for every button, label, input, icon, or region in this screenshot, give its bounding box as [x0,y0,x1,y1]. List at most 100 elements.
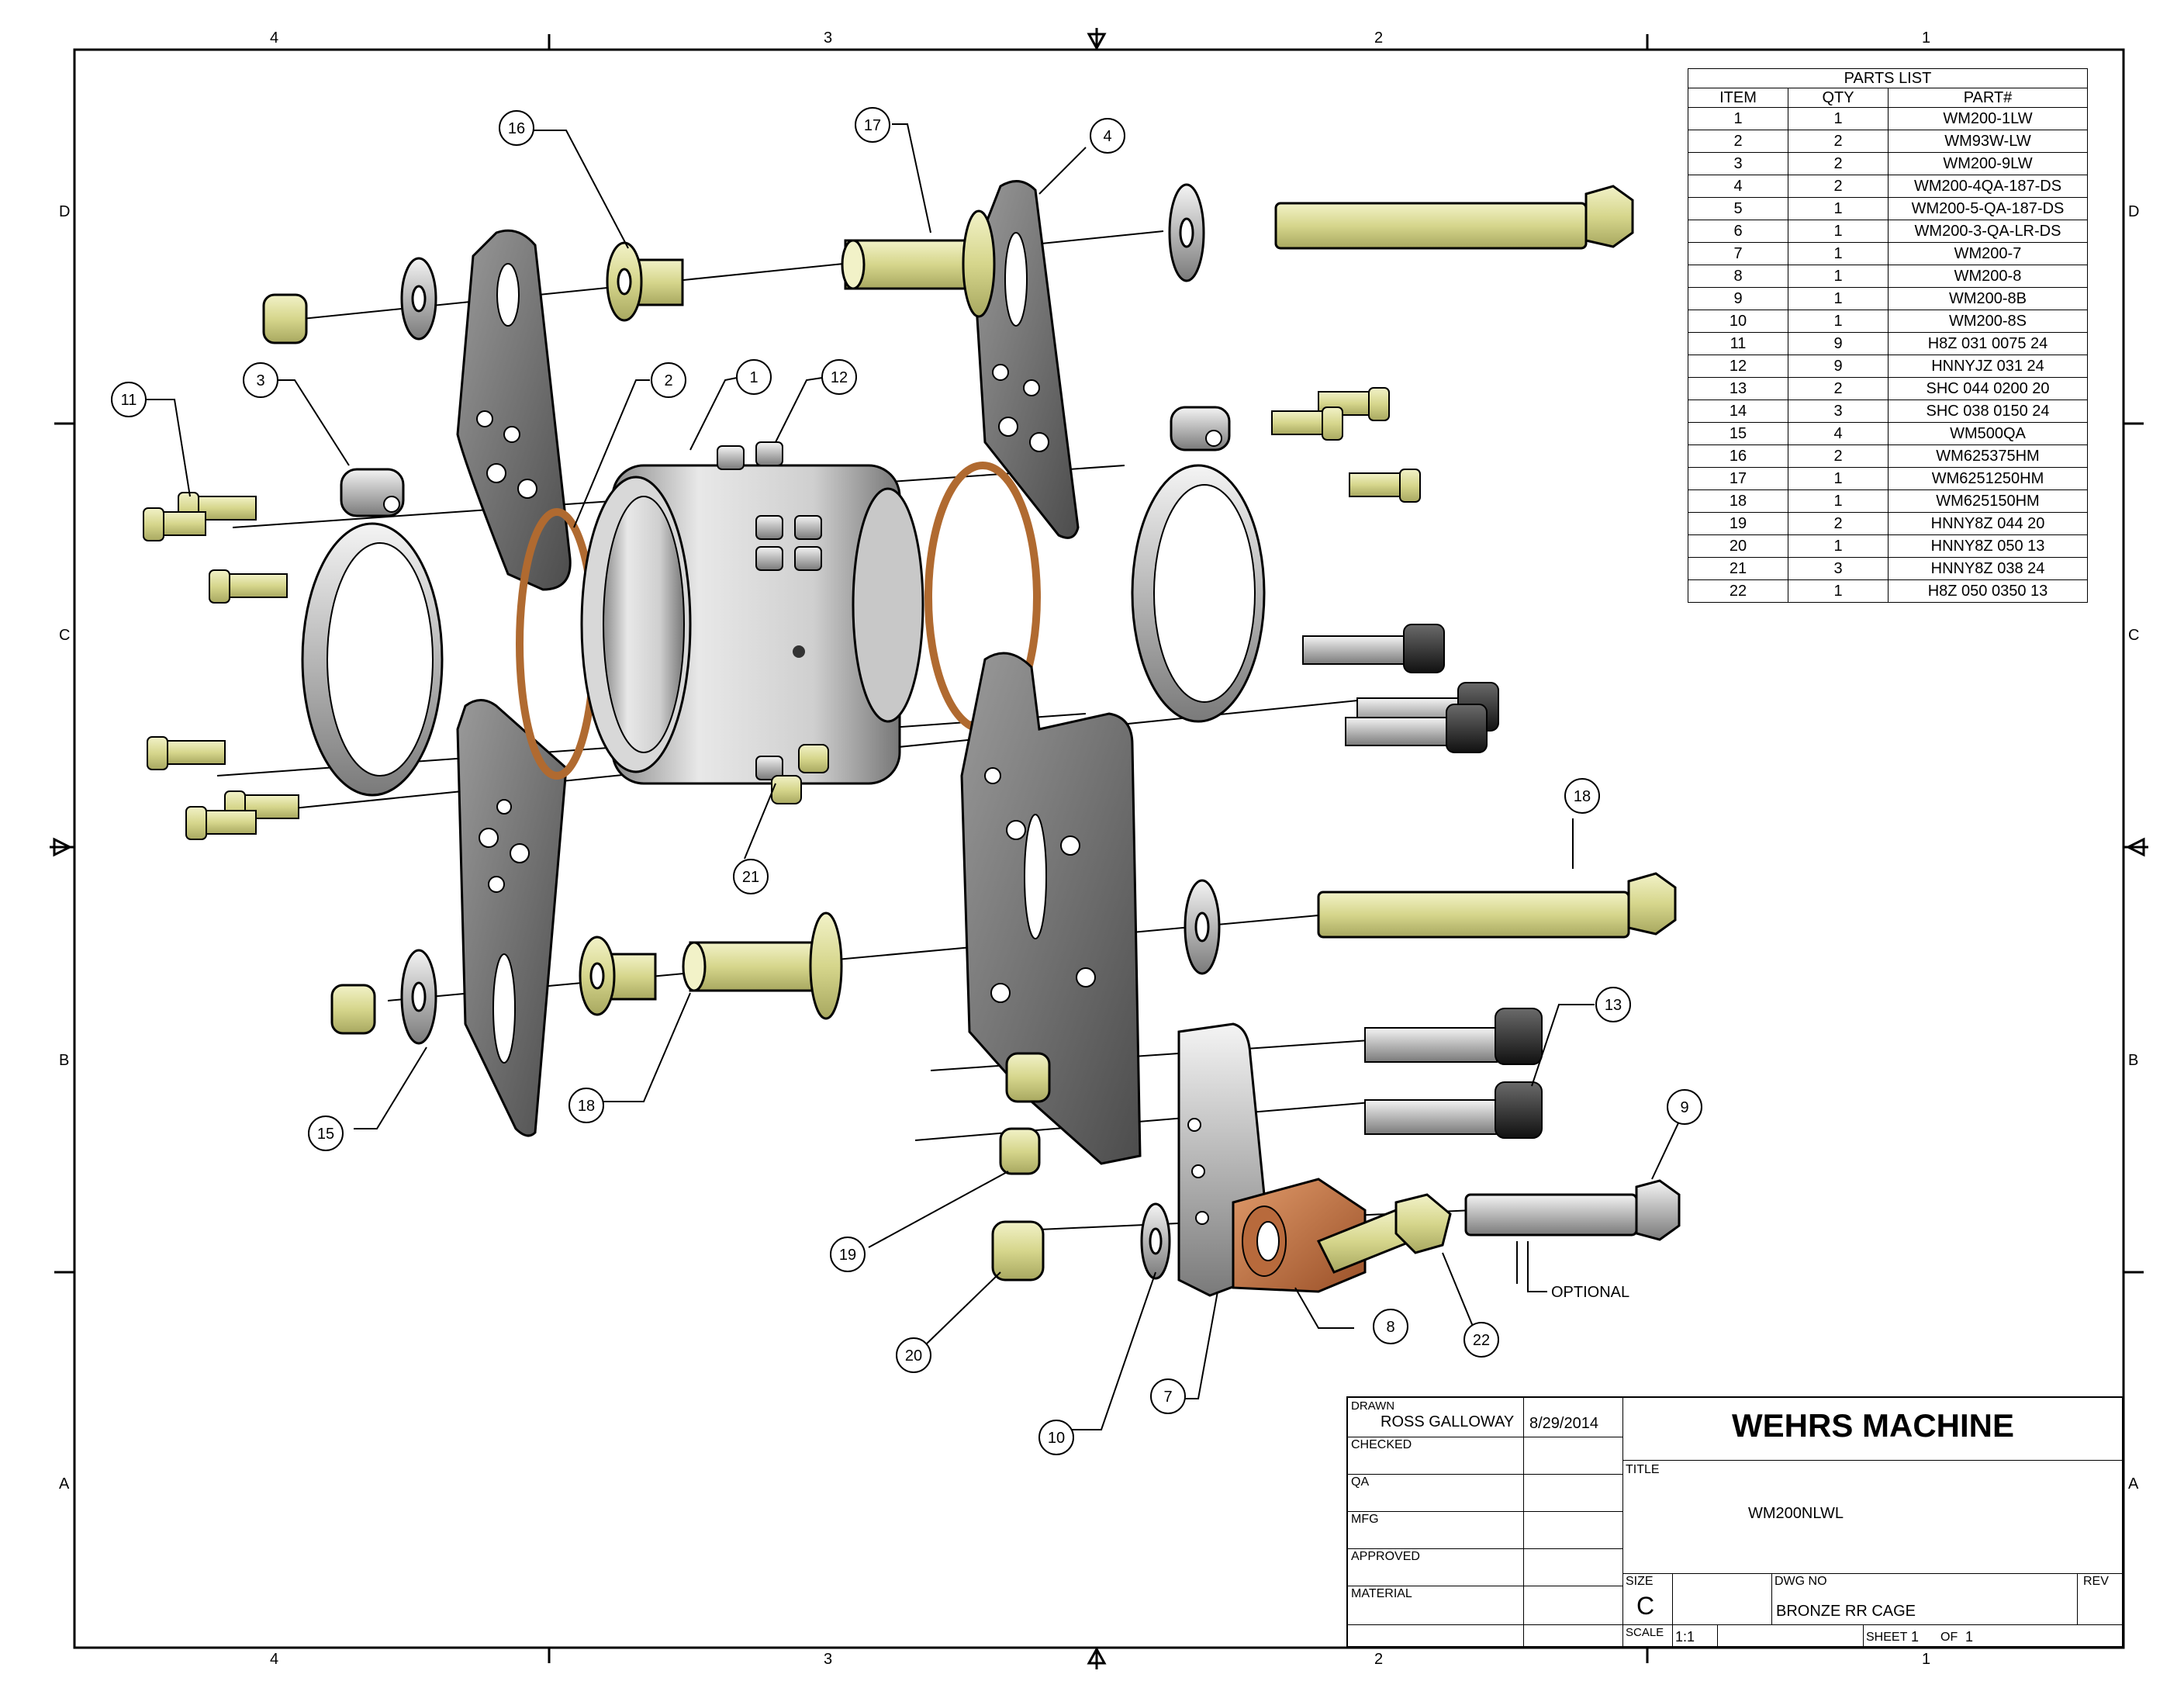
balloon-number: 18 [578,1098,595,1115]
balloon-4 [1090,118,1125,154]
zone-left-A: A [59,1475,70,1493]
zone-right-D: D [2128,203,2140,220]
balloon-number: 22 [1473,1332,1490,1349]
item-number: 14 [1688,400,1788,423]
balloon-number: 4 [1103,128,1111,145]
item-number: 18 [1688,489,1788,513]
scale-label: SCALE [1626,1626,1664,1639]
item-part-number: WM625375HM [1888,444,2088,468]
of-label: OF [1940,1631,1958,1644]
item-qty: 2 [1788,512,1889,535]
left-upper-plate [456,229,572,591]
balloon-number: 7 [1163,1389,1172,1406]
balloon-15 [308,1116,344,1151]
balloon-number: 16 [508,120,525,137]
balloon-13 [1595,987,1631,1022]
item-part-number: WM200-8B [1888,287,2088,310]
item-qty: 1 [1788,197,1889,220]
item-qty: 2 [1788,444,1889,468]
item-part-number: HNNY8Z 044 20 [1888,512,2088,535]
title-label: TITLE [1626,1463,1660,1476]
balloon-number: 18 [1574,788,1591,805]
long-bolts [1274,185,1681,1274]
material-label: MATERIAL [1351,1587,1412,1600]
balloon-11 [111,382,147,417]
size-value: C [1636,1592,1655,1620]
balloon-number: 11 [121,392,137,409]
header-part: PART# [1888,88,2088,108]
balloon-18a [1564,778,1600,814]
balloon-10 [1038,1420,1074,1455]
right-large-plate [960,652,1142,1165]
item-number: 4 [1688,175,1788,198]
balloon-8 [1373,1309,1408,1344]
zone-top-2: 2 [1374,29,1384,47]
item-part-number: WM200-5-QA-187-DS [1888,197,2088,220]
item-number: 13 [1688,377,1788,400]
item-number: 11 [1688,332,1788,355]
balloon-number: 8 [1386,1319,1394,1336]
item-qty: 4 [1788,422,1889,445]
left-lower-plate [456,699,568,1137]
item-part-number: WM200-4QA-187-DS [1888,175,2088,198]
checked-label: CHECKED [1351,1438,1412,1451]
item-part-number: WM93W-LW [1888,130,2088,153]
item-number: 1 [1688,107,1788,130]
item-part-number: H8Z 050 0350 13 [1888,579,2088,603]
balloon-number: 17 [864,117,881,134]
sheet-total: 1 [1965,1629,1974,1645]
zone-top-1: 1 [1922,29,1931,47]
balloon-number: 15 [317,1126,334,1143]
drawn-by: ROSS GALLOWAY [1381,1413,1515,1430]
zone-top-4: 4 [270,29,279,47]
title-block: DRAWN ROSS GALLOWAY 8/29/2014 CHECKED QA… [1346,1396,2124,1648]
zone-bottom-3: 3 [824,1651,833,1668]
item-part-number: HNNY8Z 038 24 [1888,557,2088,580]
mfg-label: MFG [1351,1513,1379,1526]
zone-top-3: 3 [824,29,833,47]
dwg-no-label: DWG NO [1774,1575,1827,1588]
balloon-number: 21 [742,869,759,886]
zone-right-A: A [2128,1475,2139,1493]
balloon-1 [736,359,772,395]
item-part-number: WM200-9LW [1888,152,2088,175]
item-qty: 3 [1788,557,1889,580]
balloon-number: 1 [749,369,758,386]
item-part-number: WM200-3-QA-LR-DS [1888,220,2088,243]
zone-bottom-4: 4 [270,1651,279,1668]
balloon-21 [733,859,769,894]
item-balloons [111,107,1702,1455]
zone-bottom-2: 2 [1374,1651,1384,1668]
item-number: 17 [1688,467,1788,490]
item-number: 16 [1688,444,1788,468]
company-name: WEHRS MACHINE [1732,1407,2014,1444]
balloon-number: 10 [1048,1430,1065,1447]
dwg-no-value: BRONZE RR CAGE [1776,1603,1916,1620]
balloon-number: 9 [1680,1099,1688,1116]
item-part-number: WM625150HM [1888,489,2088,513]
item-qty: 3 [1788,400,1889,423]
drawn-label: DRAWN [1351,1399,1395,1413]
rev-label: REV [2083,1575,2109,1588]
leader-lines [143,123,1684,1430]
center-marks [50,28,2148,1669]
item-number: 12 [1688,355,1788,378]
item-qty: 1 [1788,489,1889,513]
